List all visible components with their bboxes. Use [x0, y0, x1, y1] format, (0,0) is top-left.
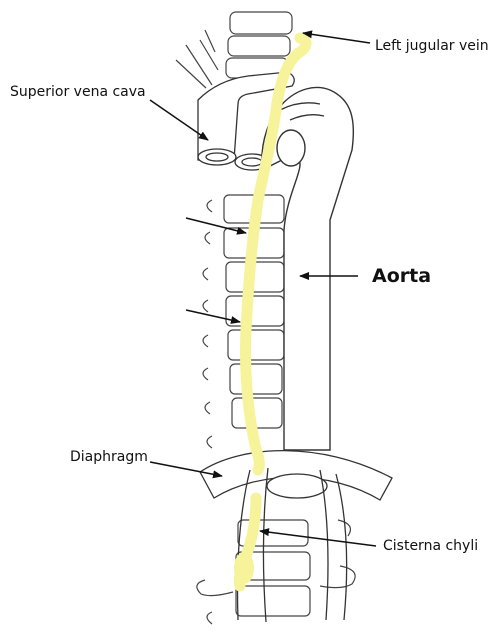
- label-left-jugular-vein: Left jugular vein: [375, 39, 489, 53]
- label-diaphragm: Diaphragm: [70, 450, 148, 464]
- pointer-mid-duct: [186, 310, 240, 322]
- pointer-upper-duct: [186, 218, 246, 233]
- label-cisterna-chyli: Cisterna chyli: [383, 539, 478, 553]
- cisterna-chyli-sac: [234, 552, 254, 584]
- pointer-cisterna-chyli: [260, 531, 376, 546]
- label-aorta: Aorta: [372, 267, 431, 286]
- pointer-left-jugular-vein: [303, 33, 370, 43]
- label-superior-vena-cava: Superior vena cava: [10, 85, 146, 99]
